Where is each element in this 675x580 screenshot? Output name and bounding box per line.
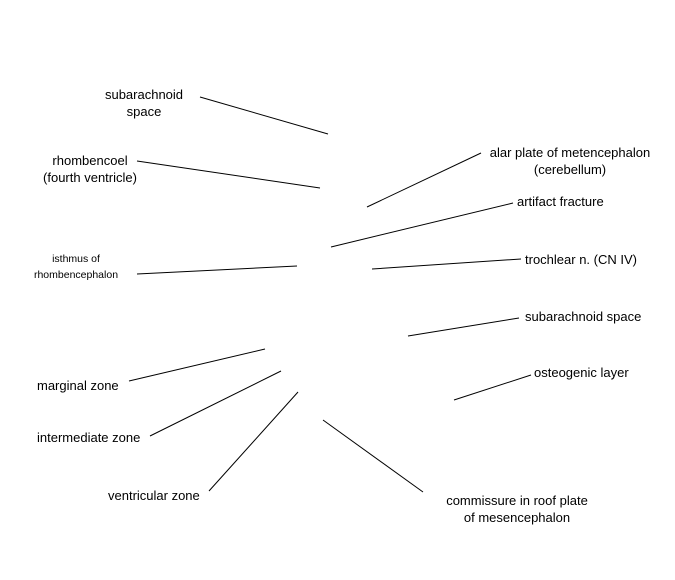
leader-line-alar-plate xyxy=(366,152,482,208)
leader-line-artifact-fracture xyxy=(330,202,514,248)
leader-line-isthmus xyxy=(136,265,298,275)
leader-line-marginal-zone xyxy=(128,348,266,382)
label-trochlear-nerve: trochlear n. (CN IV) xyxy=(525,252,637,267)
label-commissure: commissure in roof plate of mesencephalo… xyxy=(446,493,588,525)
leader-line-rhombencoel xyxy=(136,160,321,189)
label-rhombencoel: rhombencoel (fourth ventricle) xyxy=(43,153,137,185)
leader-line-ventricular-zone xyxy=(208,391,299,492)
label-ventricular-zone: ventricular zone xyxy=(108,488,200,503)
leader-line-osteogenic xyxy=(453,374,532,401)
label-marginal-zone: marginal zone xyxy=(37,378,119,393)
label-isthmus-of-rhombencephalon: isthmus of rhombencephalon xyxy=(33,253,119,281)
label-artifact-fracture: artifact fracture xyxy=(517,194,604,209)
label-subarachnoid-space-right: subarachnoid space xyxy=(525,309,642,324)
label-subarachnoid-space-top: subarachnoid space xyxy=(104,87,184,119)
leader-line-intermediate-zone xyxy=(149,370,282,437)
leader-line-trochlear xyxy=(371,258,522,270)
label-osteogenic-layer: osteogenic layer xyxy=(534,365,629,380)
label-alar-plate: alar plate of metencephalon (cerebellum) xyxy=(489,145,651,177)
leader-line-subarachnoid-top xyxy=(199,96,329,135)
label-intermediate-zone: intermediate zone xyxy=(37,430,141,445)
leader-line-subarachnoid-right xyxy=(407,317,520,337)
leader-line-commissure xyxy=(322,419,424,493)
